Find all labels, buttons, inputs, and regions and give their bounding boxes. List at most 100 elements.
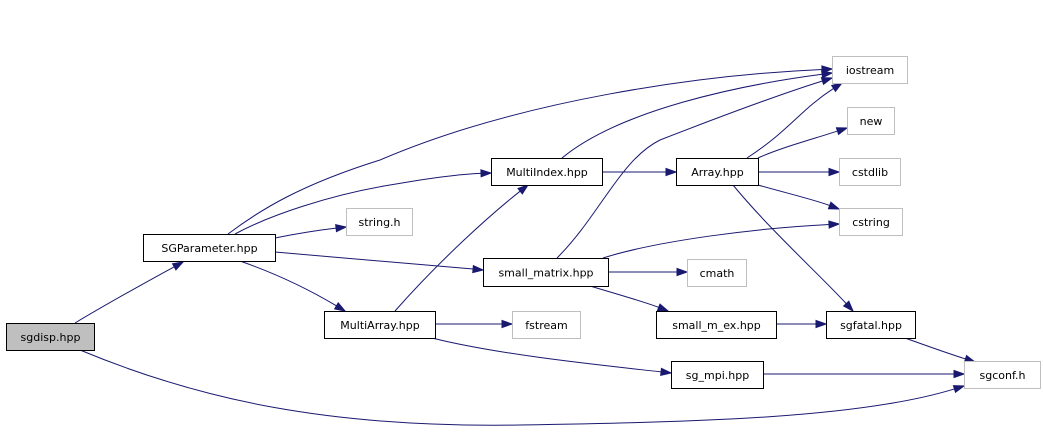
arrowhead-icon bbox=[828, 220, 841, 229]
edge-small_matrix-to-small_m_ex bbox=[589, 285, 670, 312]
node-box bbox=[671, 361, 764, 389]
edge-MultiArray-to-fstream bbox=[435, 319, 514, 329]
node-label: small_matrix.hpp bbox=[498, 267, 593, 280]
node-label: sg_mpi.hpp bbox=[686, 369, 749, 382]
edge-MultiArray-to-MultiIndex bbox=[394, 184, 530, 312]
edge-Array-to-cstdlib bbox=[757, 167, 841, 177]
edge-line bbox=[589, 285, 659, 308]
node-box bbox=[826, 311, 916, 339]
arrowhead-icon bbox=[501, 319, 514, 329]
arrowhead-icon bbox=[676, 267, 689, 277]
arrowhead-icon bbox=[820, 77, 834, 86]
edge-line bbox=[556, 80, 823, 259]
arrowhead-icon bbox=[333, 301, 347, 312]
arrowhead-icon bbox=[472, 264, 485, 274]
edge-Array-to-sgfatal bbox=[732, 184, 855, 313]
node-label: new bbox=[860, 115, 883, 128]
node-box bbox=[346, 208, 413, 236]
edge-SGParameter-to-iostream bbox=[227, 65, 834, 235]
edge-sgdisp-to-sgconf bbox=[79, 349, 966, 426]
arrowhead-icon bbox=[171, 261, 185, 271]
edge-line bbox=[757, 184, 830, 206]
edge-small_matrix-to-cmath bbox=[608, 267, 689, 277]
edge-small_matrix-to-cstring bbox=[602, 220, 841, 259]
node-box bbox=[324, 311, 436, 339]
edge-line bbox=[431, 337, 662, 373]
node-box bbox=[483, 258, 609, 287]
node-label: small_m_ex.hpp bbox=[672, 319, 761, 332]
arrowhead-icon bbox=[335, 224, 348, 233]
node-sgparameter[interactable]: SGParameter.hpp bbox=[143, 234, 276, 262]
edge-line bbox=[79, 349, 955, 426]
node-box bbox=[6, 323, 95, 351]
edge-Array-to-cstring bbox=[757, 184, 841, 210]
arrowhead-icon bbox=[827, 201, 841, 210]
edge-SGParameter-to-MultiArray bbox=[239, 260, 347, 312]
node-sgfatal[interactable]: sgfatal.hpp bbox=[826, 311, 916, 339]
node-label: cstring bbox=[852, 216, 890, 229]
arrowhead-icon bbox=[815, 319, 828, 329]
node-fstream: fstream bbox=[512, 311, 581, 339]
edge-line bbox=[394, 190, 521, 312]
node-box bbox=[832, 56, 908, 84]
node-label: sgfatal.hpp bbox=[840, 319, 902, 332]
arrowhead-icon bbox=[830, 82, 844, 93]
node-string-h: string.h bbox=[346, 208, 413, 236]
edge-MultiIndex-to-iostream bbox=[561, 70, 834, 159]
node-small-m-ex[interactable]: small_m_ex.hpp bbox=[656, 311, 777, 339]
node-label: sgdisp.hpp bbox=[21, 331, 81, 344]
node-box bbox=[964, 361, 1041, 389]
edge-MultiIndex-to-Array bbox=[601, 167, 678, 177]
edge-line bbox=[239, 260, 337, 307]
arrowhead-icon bbox=[953, 369, 966, 379]
edge-line bbox=[757, 130, 838, 159]
arrowhead-icon bbox=[952, 385, 966, 394]
edge-small_matrix-to-iostream bbox=[556, 77, 834, 259]
edge-sgfatal-to-sgconf bbox=[904, 337, 977, 363]
node-new: new bbox=[847, 107, 895, 135]
node-label: SGParameter.hpp bbox=[161, 242, 257, 255]
node-box bbox=[676, 158, 759, 186]
node-label: cstdlib bbox=[852, 166, 888, 179]
arrowhead-icon bbox=[835, 127, 849, 136]
node-label: Array.hpp bbox=[691, 166, 744, 179]
node-sgdisp[interactable]: sgdisp.hpp bbox=[6, 323, 95, 351]
edge-line bbox=[274, 251, 474, 270]
node-cstdlib: cstdlib bbox=[839, 158, 901, 186]
node-iostream: iostream bbox=[832, 56, 908, 84]
edge-SGParameter-to-MultiIndex bbox=[234, 169, 493, 235]
node-label: fstream bbox=[525, 319, 567, 332]
edge-line bbox=[602, 224, 830, 259]
edge-line bbox=[732, 184, 847, 304]
arrowhead-icon bbox=[480, 169, 493, 178]
node-cstring: cstring bbox=[839, 208, 903, 236]
edge-line bbox=[234, 172, 482, 235]
node-box bbox=[687, 259, 747, 287]
node-multiindex[interactable]: MultiIndex.hpp bbox=[491, 158, 603, 186]
node-cmath: cmath bbox=[687, 259, 747, 287]
edge-line bbox=[746, 87, 834, 159]
node-box bbox=[839, 208, 903, 236]
edge-MultiArray-to-sg_mpi bbox=[431, 337, 673, 377]
node-box bbox=[512, 311, 581, 339]
node-sg-mpi[interactable]: sg_mpi.hpp bbox=[671, 361, 764, 389]
edges-layer bbox=[74, 65, 977, 426]
node-label: MultiArray.hpp bbox=[340, 319, 419, 332]
edge-small_m_ex-to-sgfatal bbox=[776, 319, 828, 329]
node-small-matrix[interactable]: small_matrix.hpp bbox=[483, 258, 609, 287]
node-label: MultiIndex.hpp bbox=[506, 166, 588, 179]
edge-line bbox=[274, 227, 337, 239]
arrowhead-icon bbox=[656, 303, 670, 312]
node-label: cmath bbox=[700, 267, 735, 280]
node-sgconf: sgconf.h bbox=[964, 361, 1041, 389]
edge-line bbox=[904, 337, 966, 360]
node-label: sgconf.h bbox=[979, 369, 1025, 382]
edge-sg_mpi-to-sgconf bbox=[762, 369, 966, 379]
arrowhead-icon bbox=[660, 367, 673, 377]
node-multiarray[interactable]: MultiArray.hpp bbox=[324, 311, 436, 339]
edge-line bbox=[561, 73, 823, 159]
edge-line bbox=[227, 68, 823, 235]
node-array[interactable]: Array.hpp bbox=[676, 158, 759, 186]
edge-SGParameter-to-small_matrix bbox=[274, 251, 485, 274]
